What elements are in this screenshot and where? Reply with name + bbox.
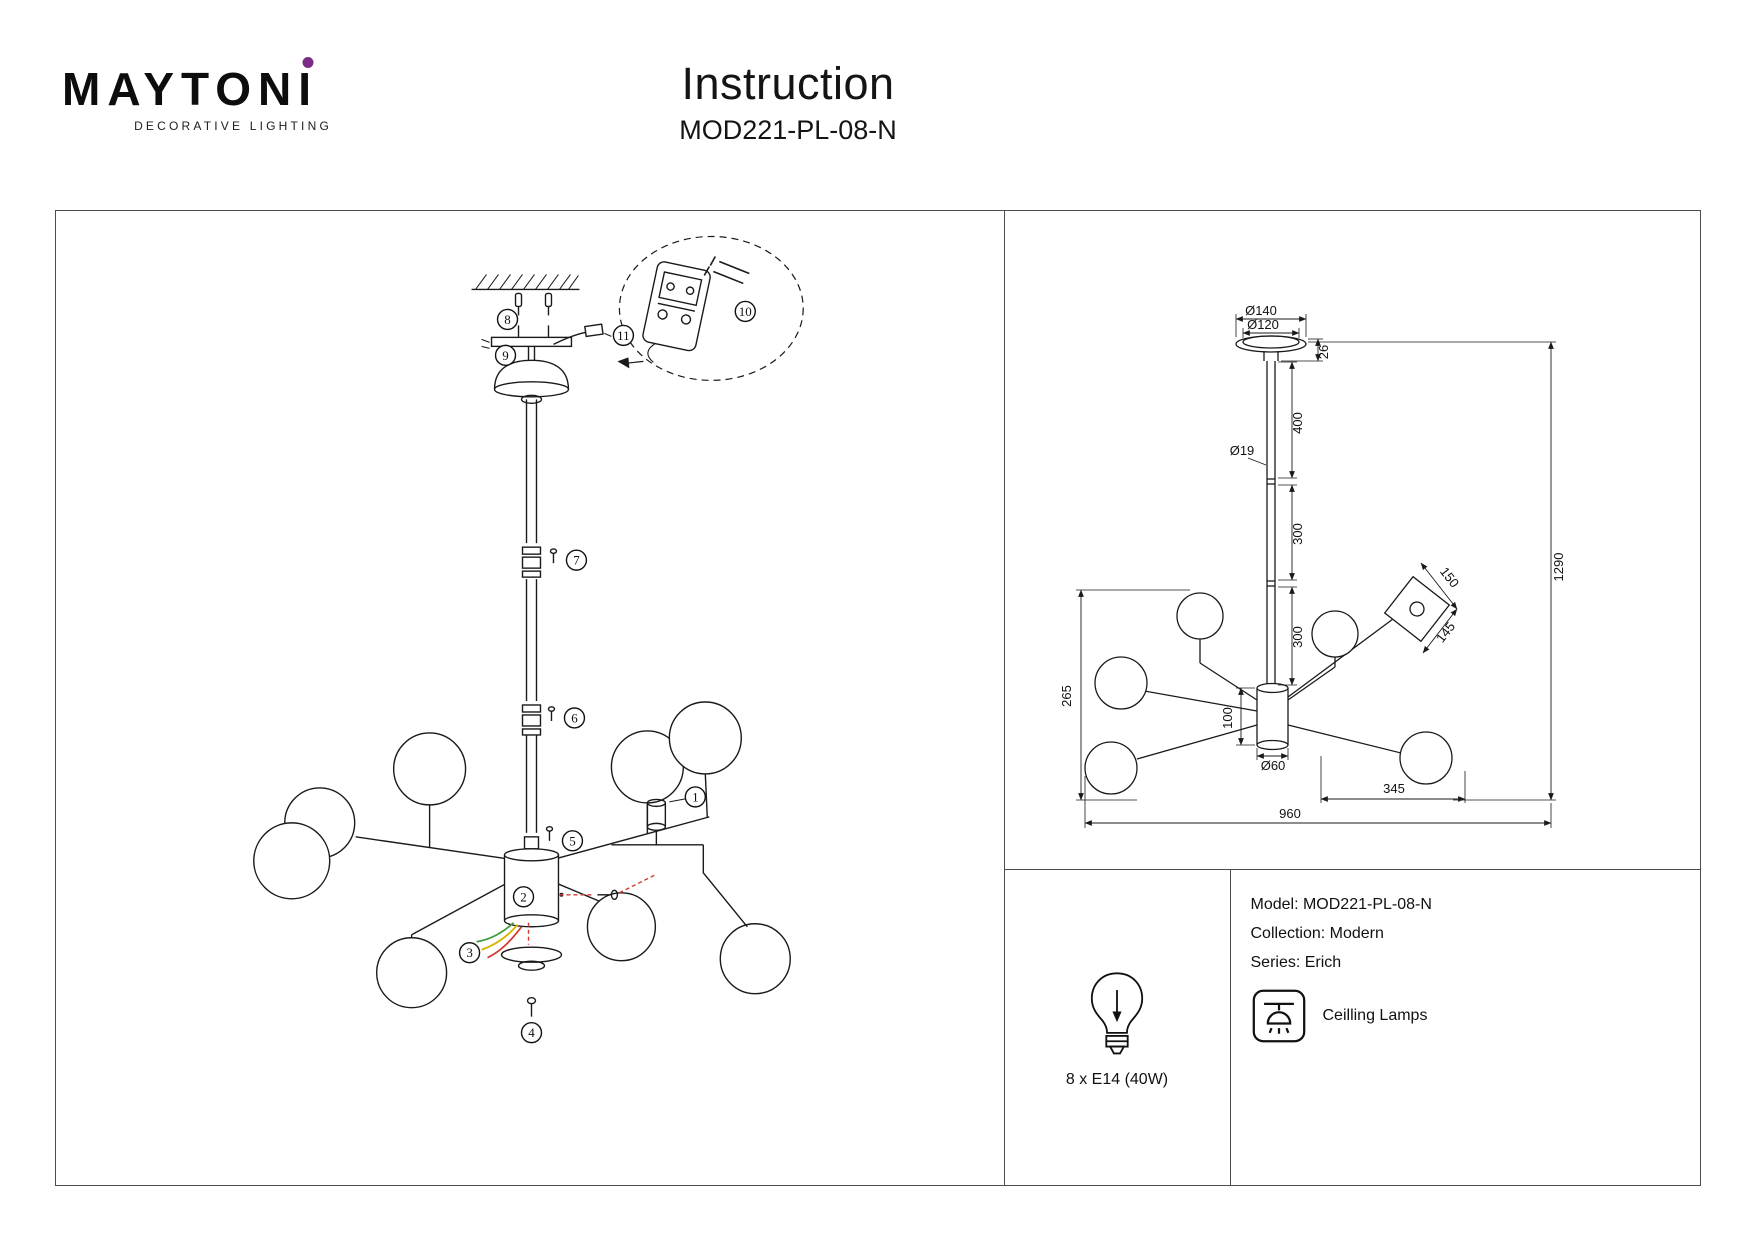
wire-connector xyxy=(553,323,612,345)
terminal-plate xyxy=(642,261,711,352)
callout-1: 1 xyxy=(684,786,707,808)
svg-text:10: 10 xyxy=(739,304,752,319)
svg-text:345: 345 xyxy=(1383,781,1405,796)
extension-lines xyxy=(1075,314,1556,828)
dimension-lines xyxy=(1077,316,1554,826)
product-category: Ceilling Lamps xyxy=(1322,1007,1428,1024)
ceiling-lamp-icon xyxy=(1252,989,1305,1043)
callout-7: 7 xyxy=(565,549,588,571)
svg-text:Ø19: Ø19 xyxy=(1229,443,1254,458)
svg-text:150: 150 xyxy=(1436,564,1461,590)
svg-text:7: 7 xyxy=(573,553,580,568)
svg-text:300: 300 xyxy=(1290,626,1305,648)
svg-text:145: 145 xyxy=(1432,619,1457,645)
svg-text:8: 8 xyxy=(504,312,510,327)
svg-text:11: 11 xyxy=(617,328,629,343)
callout-10: 10 xyxy=(734,300,756,323)
product-series: Series: Erich xyxy=(1250,954,1342,971)
bulb-spec-cell: 8 x E14 (40W) xyxy=(1005,870,1231,1185)
model-code: MOD221-PL-08-N xyxy=(679,115,897,145)
svg-text:2: 2 xyxy=(520,889,526,904)
dimensions-diagram-panel: Ø140 Ø120 26 400 Ø19 300 300 1290 265 10… xyxy=(1004,211,1700,870)
product-info-cell: Model: MOD221-PL-08-N Collection: Modern… xyxy=(1231,870,1700,1185)
bulb-icon xyxy=(1090,971,1144,1054)
logo-subtitle: DECORATIVE LIGHTING xyxy=(134,119,332,133)
logo-wordmark: MAYTONI xyxy=(62,57,334,115)
assembly-diagram-panel: 1 2 3 4 5 6 7 8 9 10 11 xyxy=(55,210,1005,1186)
product-collection: Collection: Modern xyxy=(1250,925,1384,942)
rod-connector-upper xyxy=(521,546,558,578)
logo-dot-icon xyxy=(302,57,314,68)
callout-8: 8 xyxy=(496,308,519,331)
mounting-detail-cloud xyxy=(618,235,804,381)
callout-4: 4 xyxy=(520,1021,543,1044)
svg-text:400: 400 xyxy=(1290,412,1305,434)
assembly-diagram: 1 2 3 4 5 6 7 8 9 10 11 xyxy=(253,235,804,1044)
category-row: Ceilling Lamps xyxy=(1251,988,1690,1044)
hub-wires xyxy=(476,922,523,959)
svg-text:300: 300 xyxy=(1290,523,1305,545)
bottom-cap xyxy=(500,946,563,1017)
svg-text:6: 6 xyxy=(571,710,578,725)
title-block: Instruction MOD221-PL-08-N xyxy=(679,58,897,146)
hub-side xyxy=(1255,682,1289,751)
svg-text:26: 26 xyxy=(1316,345,1331,359)
callout-2: 2 xyxy=(512,886,535,908)
callout-6: 6 xyxy=(563,707,586,729)
fixture-side-view xyxy=(1083,335,1453,795)
product-model: Model: MOD221-PL-08-N xyxy=(1250,896,1432,913)
logo-letter-i: I xyxy=(298,57,318,112)
svg-text:960: 960 xyxy=(1279,806,1301,821)
svg-text:9: 9 xyxy=(502,348,508,363)
lamp-spheres-side xyxy=(1083,592,1453,795)
svg-text:Ø60: Ø60 xyxy=(1260,758,1285,773)
svg-text:4: 4 xyxy=(528,1025,535,1040)
svg-text:5: 5 xyxy=(569,833,575,848)
rod-connector-lower xyxy=(521,704,556,736)
info-row: 8 x E14 (40W) Model: MOD221-PL-08-N Coll… xyxy=(1005,870,1700,1185)
page-title: Instruction xyxy=(681,58,895,109)
maytoni-logo: MAYTONI DECORATIVE LIGHTING xyxy=(62,57,334,133)
callout-5: 5 xyxy=(561,830,584,852)
svg-text:100: 100 xyxy=(1220,707,1235,729)
dimensions-diagram: Ø140 Ø120 26 400 Ø19 300 300 1290 265 10… xyxy=(1059,303,1566,828)
callout-9: 9 xyxy=(494,344,517,367)
detail-arrow xyxy=(617,357,644,369)
ceiling-mount xyxy=(471,274,580,361)
hub xyxy=(503,836,560,928)
bulb-spec-text: 8 x E14 (40W) xyxy=(1065,1070,1169,1088)
mounting-screws xyxy=(703,256,750,285)
callout-3: 3 xyxy=(458,942,481,964)
detached-arm xyxy=(611,798,748,928)
svg-text:1: 1 xyxy=(692,789,698,804)
svg-text:265: 265 xyxy=(1059,685,1074,707)
svg-text:1290: 1290 xyxy=(1551,553,1566,582)
canopy xyxy=(493,359,570,405)
set-screw-path xyxy=(527,874,656,945)
svg-text:Ø140: Ø140 xyxy=(1245,303,1277,318)
callout-11: 11 xyxy=(612,324,635,347)
dimension-labels: Ø140 Ø120 26 400 Ø19 300 300 1290 265 10… xyxy=(1059,303,1566,821)
lamp-spheres xyxy=(253,701,791,1009)
svg-text:Ø120: Ø120 xyxy=(1247,317,1279,332)
rod xyxy=(525,399,538,833)
logo-prefix: MAYTON xyxy=(62,63,299,115)
right-panel: Ø140 Ø120 26 400 Ø19 300 300 1290 265 10… xyxy=(1003,210,1701,1186)
hub-top-screw xyxy=(545,825,554,841)
svg-text:3: 3 xyxy=(466,945,472,960)
